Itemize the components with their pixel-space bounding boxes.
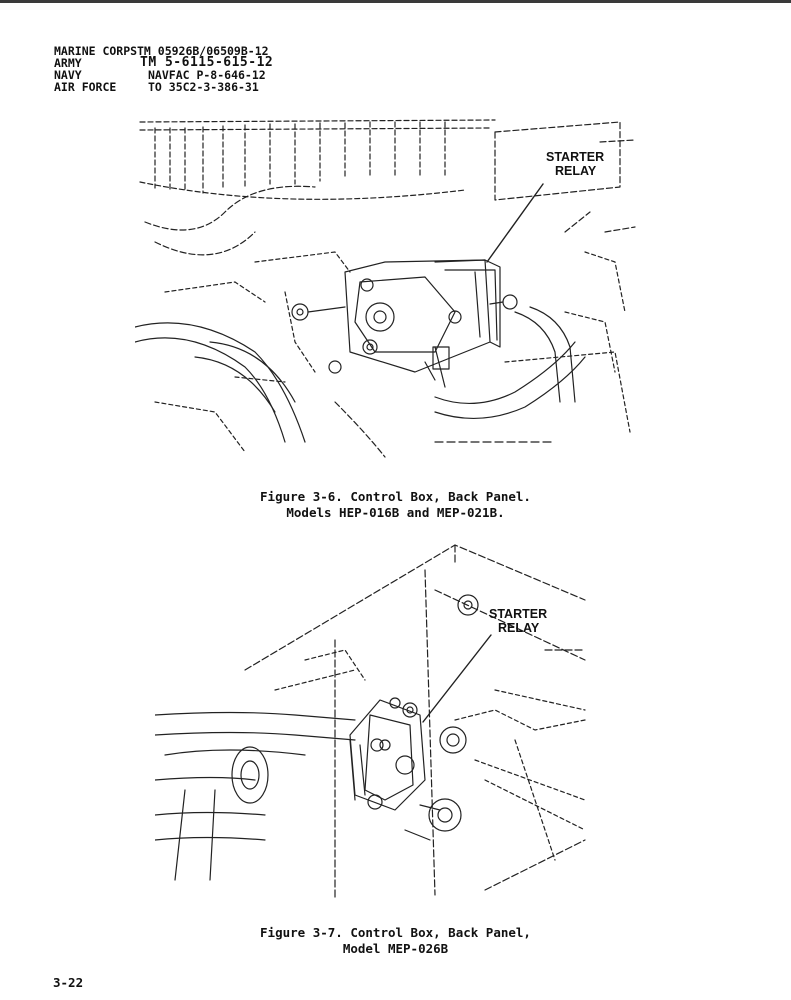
tm-code: TO 35C2-3-386-31 <box>148 80 259 94</box>
terminal-bolts <box>367 594 479 841</box>
wiring-harness <box>155 711 356 881</box>
header-row-navy: NAVY NAVFAC P-8-646-12 <box>54 69 273 81</box>
caption-line-1: Figure 3-6. Control Box, Back Panel. <box>260 489 531 504</box>
tm-code: TM 5-6115-615-12 <box>140 55 274 70</box>
terminal-bolts <box>291 278 518 388</box>
callout-relay: RELAY <box>498 621 540 635</box>
callout-leader-line <box>486 183 544 263</box>
callout-relay: RELAY <box>555 164 597 178</box>
background-detail <box>154 251 631 453</box>
hoses <box>135 185 586 458</box>
service-name: NAVY <box>54 68 82 82</box>
figure-3-7-illustration: STARTER RELAY <box>155 540 590 905</box>
cooling-fins <box>139 119 496 200</box>
caption-line-1: Figure 3-7. Control Box, Back Panel, <box>260 925 531 940</box>
page-number: 3-22 <box>53 975 84 990</box>
document-header: MARINE CORPS TM 05926B/06509B-12 ARMY TM… <box>54 45 273 93</box>
service-name: AIR FORCE <box>54 80 117 94</box>
top-border <box>0 0 791 3</box>
starter-relay-body <box>344 259 501 373</box>
figure-3-6-illustration: STARTER RELAY <box>135 112 640 462</box>
figure-3-6-caption: Figure 3-6. Control Box, Back Panel. Mod… <box>0 489 791 521</box>
service-name: MARINE CORPS <box>54 44 138 58</box>
tm-code: NAVFAC P-8-646-12 <box>148 68 266 82</box>
frame <box>494 121 636 233</box>
header-row-marine: MARINE CORPS TM 05926B/06509B-12 <box>54 45 273 57</box>
caption-line-2: Model MEP-026B <box>342 941 449 956</box>
starter-relay-body <box>349 699 426 811</box>
tm-code: TM 05926B/06509B-12 <box>137 44 269 58</box>
service-name: ARMY <box>54 56 82 70</box>
caption-line-2: Models HEP-016B and MEP-021B. <box>286 505 505 520</box>
header-row-army: ARMY TM 5-6115-615-12 <box>54 55 274 70</box>
background-detail <box>274 649 586 861</box>
header-row-airforce: AIR FORCE TO 35C2-3-386-31 <box>54 81 273 93</box>
figure-3-7-caption: Figure 3-7. Control Box, Back Panel, Mod… <box>0 925 791 957</box>
callout-leader-line <box>422 634 492 723</box>
control-box-panel <box>244 544 586 901</box>
callout-starter: STARTER <box>546 150 604 164</box>
callout-starter: STARTER <box>489 607 547 621</box>
